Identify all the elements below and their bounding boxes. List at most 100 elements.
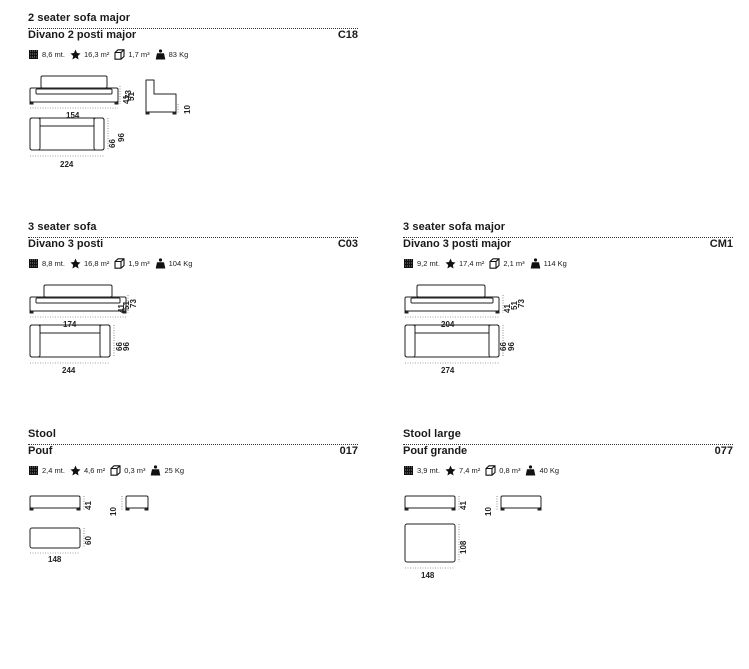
volume-value: 2,1 m³ (503, 258, 525, 268)
back-height-dim: 73 (517, 299, 526, 308)
spec-row: 8,6 mt. 16,3 m² 1,7 m³ 83 Kg (28, 48, 193, 60)
plan-width-dim: 274 (441, 366, 455, 375)
fabric-value: 8,8 mt. (42, 258, 65, 268)
fabric-value: 3,9 mt. (417, 465, 440, 475)
seat-depth-dim: 66 (108, 139, 117, 148)
stool-plan-outline (29, 527, 81, 549)
weight-icon (155, 48, 165, 59)
stool-front (404, 495, 456, 509)
product-title-it: Pouf (28, 445, 53, 457)
side-height-dim: 10 (109, 507, 118, 516)
stool-side (125, 495, 149, 509)
volume-icon (110, 464, 121, 476)
seat-depth-dim: 66 (115, 342, 124, 351)
front-height-dim: 41 (84, 501, 93, 510)
product-title-it: Divano 2 posti major (28, 29, 137, 41)
plan-view-drawing: 148 108 (404, 523, 468, 580)
product-title-en: 3 seater sofa major (403, 221, 506, 233)
depth-dim: 96 (117, 133, 126, 142)
side-height-dim: 10 (484, 507, 493, 516)
sofa-plan-outline (29, 324, 111, 358)
product-title-it: Pouf grande (403, 445, 468, 457)
arm-height-dim: 51 (127, 92, 136, 101)
front-side-drawing: 41 10 (404, 495, 542, 516)
front-elevation-drawing: 154 41 51 73 10 (29, 75, 192, 120)
seat-height-dim: 41 (122, 95, 131, 104)
leather-icon (445, 465, 456, 475)
spec-row: 8,8 mt. 16,8 m² 1,9 m³ 104 Kg (28, 257, 197, 269)
plan-width-dim: 148 (48, 555, 62, 564)
leather-value: 4,6 m² (83, 465, 106, 475)
leather-value: 16,3 m² (83, 49, 110, 59)
plan-view-drawing: 224 66 96 (29, 117, 126, 169)
title-divider (28, 28, 358, 29)
front-height-dim: 41 (459, 501, 468, 510)
depth-dim: 96 (122, 342, 131, 351)
weight-icon (530, 257, 540, 268)
leather-icon (445, 258, 456, 268)
seat-depth-dim: 66 (499, 342, 508, 351)
volume-icon (485, 464, 496, 476)
volume-icon (114, 48, 125, 60)
stool-front (29, 495, 81, 509)
sofa-side-view (145, 79, 177, 115)
title-divider (403, 444, 733, 445)
title-divider (403, 237, 733, 238)
weight-value: 104 Kg (168, 258, 193, 268)
leather-value: 16,8 m² (83, 258, 110, 268)
sofa-front-seat (35, 88, 113, 95)
fabric-icon (403, 465, 414, 475)
leather-icon (70, 465, 81, 475)
sofa-front-body (29, 87, 119, 103)
depth-dim: 96 (507, 342, 516, 351)
product-code: CM1 (709, 238, 733, 250)
weight-value: 114 Kg (543, 258, 567, 268)
title-divider (28, 444, 358, 445)
product-title-en: 2 seater sofa major (28, 12, 131, 24)
volume-value: 1,9 m³ (128, 258, 150, 268)
sofa-front-back (40, 75, 108, 89)
back-height-dim: 73 (124, 90, 133, 99)
weight-icon (526, 464, 536, 475)
front-width-dim: 154 (66, 111, 80, 120)
arm-height-dim: 51 (122, 301, 131, 310)
plan-view-drawing: 148 60 (29, 527, 93, 564)
sofa-front-body (404, 296, 500, 312)
seat-height-dim: 41 (117, 304, 126, 313)
sofa-front-seat (35, 297, 121, 304)
product-code: 017 (339, 445, 358, 457)
sofa-plan-outline (29, 117, 105, 151)
volume-value: 1,7 m³ (128, 49, 150, 59)
seat-height-dim: 41 (503, 304, 512, 313)
fabric-value: 2,4 mt. (42, 465, 65, 475)
fabric-icon (28, 49, 39, 59)
volume-value: 0,3 m³ (124, 465, 146, 475)
stool-plan-outline (404, 523, 456, 563)
plan-view-drawing: 244 66 96 (29, 324, 131, 375)
fabric-value: 9,2 mt. (417, 258, 440, 268)
side-height-dim: 10 (183, 105, 192, 114)
leather-icon (70, 258, 81, 268)
product-code: C18 (337, 29, 358, 41)
sofa-front-seat (410, 297, 494, 304)
plan-width-dim: 148 (421, 571, 435, 580)
title-divider (28, 237, 358, 238)
sofa-plan-outline (404, 324, 500, 358)
volume-icon (114, 257, 125, 269)
stool-side (500, 495, 542, 509)
spec-row: 3,9 mt. 7,4 m² 0,8 m³ 40 Kg (403, 464, 564, 476)
weight-icon (155, 257, 165, 268)
volume-value: 0,8 m³ (499, 465, 521, 475)
volume-icon (489, 257, 500, 269)
weight-value: 25 Kg (164, 465, 185, 475)
product-title-en: Stool (28, 428, 56, 440)
fabric-icon (28, 465, 39, 475)
sofa-front-back (416, 284, 486, 298)
fabric-value: 8,6 mt. (42, 49, 65, 59)
plan-view-drawing: 274 66 96 (404, 324, 516, 375)
fabric-icon (28, 258, 39, 268)
weight-value: 83 Kg (168, 49, 189, 59)
leather-value: 17,4 m² (458, 258, 485, 268)
product-title-it: Divano 3 posti (28, 238, 104, 250)
leather-icon (70, 49, 81, 59)
